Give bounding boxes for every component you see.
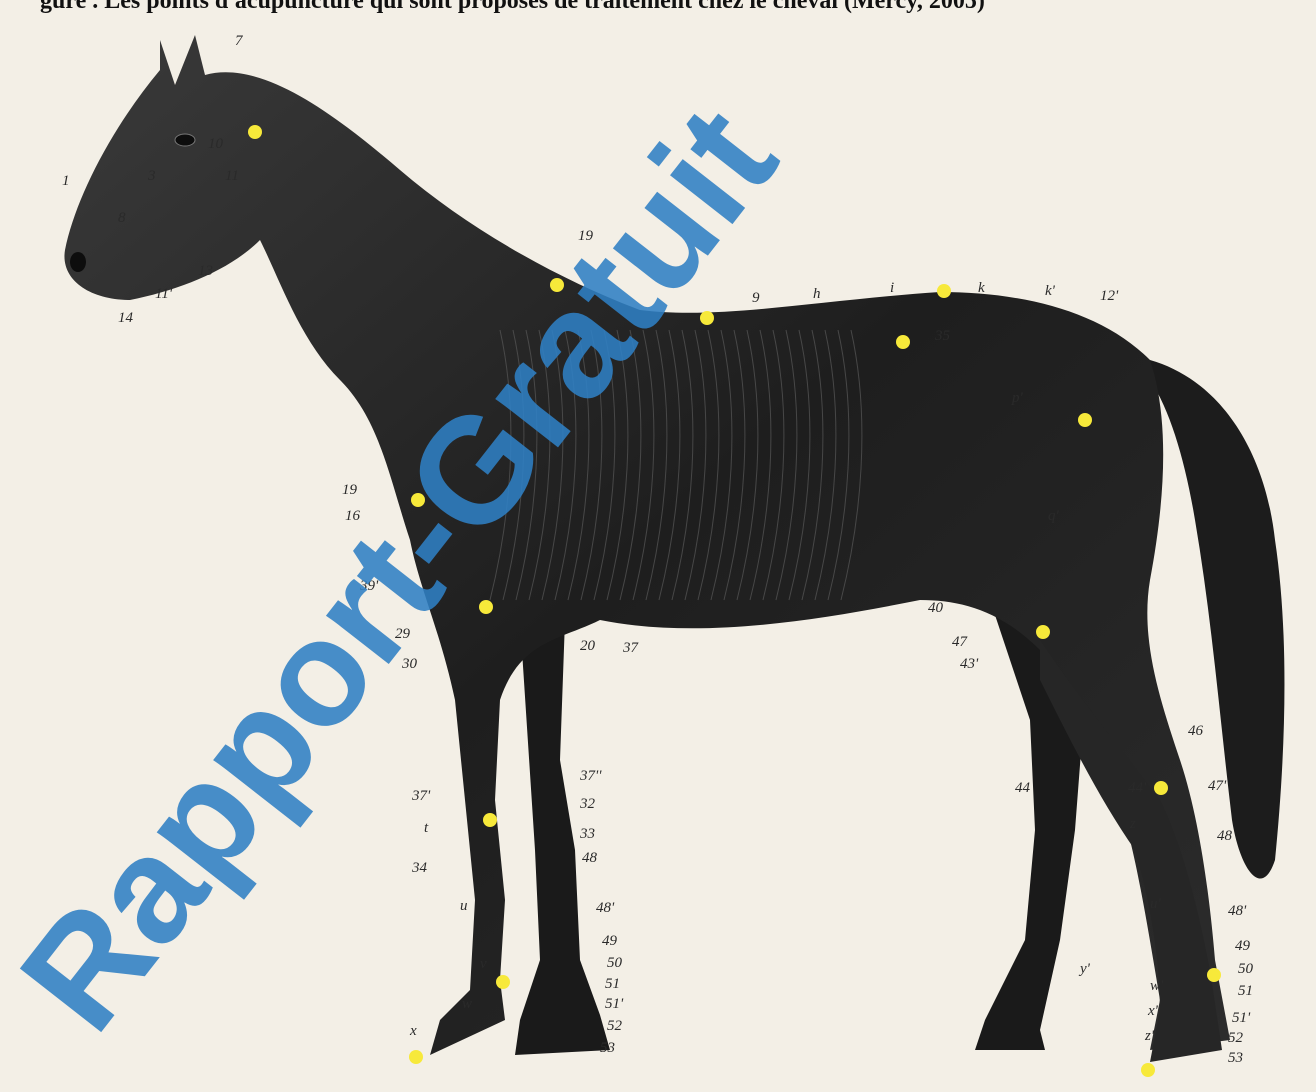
anatomical-label: 51 [605,976,620,992]
acupoint-marker [896,335,910,349]
anatomical-label: 53 [1228,1050,1243,1066]
anatomical-label: 35 [934,328,951,344]
anatomical-label: y' [1078,961,1091,977]
anatomical-label: 44' [1128,780,1147,796]
anatomical-label: 47 [952,634,969,650]
anatomical-label: 37'' [579,768,602,784]
anatomical-label: 52 [1228,1030,1244,1046]
acupoint-marker [483,813,497,827]
anatomical-label: x' [1147,1003,1159,1019]
acupoint-marker [248,125,262,139]
anatomical-label: v [480,956,487,972]
anatomical-label: t [424,820,429,836]
anatomical-label: 14 [118,310,134,326]
acupoint-marker [1207,968,1221,982]
anatomical-label: 40 [928,600,944,616]
anatomical-label: u' [1150,896,1162,912]
anatomical-label: 48' [1228,903,1247,919]
anatomical-label: 46 [1188,723,1204,739]
anatomical-label: 11' [155,286,173,302]
acupoint-marker [1078,413,1092,427]
anatomical-label: 53 [600,1040,615,1056]
acupoint-marker [409,1050,423,1064]
anatomical-label: 44 [1015,780,1031,796]
anatomical-label: 12' [1100,288,1119,304]
anatomical-label: z' [1144,1028,1155,1044]
anatomical-label: 52 [607,1018,623,1034]
anatomical-label: h [813,286,821,302]
anatomical-label: 47' [1208,778,1227,794]
acupoint-marker [937,284,951,298]
anatomical-label: 49 [602,933,618,949]
anatomical-label: 37' [411,788,431,804]
anatomical-label: 51' [1232,1010,1251,1026]
anatomical-label: 33 [579,826,595,842]
anatomical-label: 10 [208,136,224,152]
anatomical-label: 8 [118,210,126,226]
acupoint-marker [1154,781,1168,795]
anatomical-label: x [409,1023,417,1039]
anatomical-label: 48' [596,900,615,916]
anatomical-label: w [462,996,472,1012]
anatomical-label: k' [1045,283,1056,299]
far-foreleg [515,620,610,1055]
eye [175,134,195,146]
anatomical-label: 48 [582,850,598,866]
anatomical-label: i [890,280,894,296]
anatomical-label: 13 [198,263,213,279]
anatomical-label: z [1129,816,1136,832]
anatomical-label: w' [1150,978,1164,994]
anatomical-label: k [978,280,985,296]
anatomical-label: 43' [960,656,979,672]
anatomical-label: 9 [752,290,760,306]
anatomical-label: 32 [579,796,596,812]
anatomical-label: 34 [411,860,428,876]
anatomical-label: 51' [605,996,624,1012]
acupoint-marker [479,600,493,614]
anatomical-label: 37 [622,640,640,656]
anatomical-label: 1 [62,173,70,189]
anatomical-label: p' [1011,390,1024,406]
anatomical-label: 48 [1217,828,1233,844]
anatomical-label: 49 [1235,938,1251,954]
anatomical-label: 50 [1238,961,1254,977]
anatomical-label: 51 [1238,983,1253,999]
acupoint-marker [1141,1063,1155,1077]
anatomical-label: 50 [607,955,623,971]
anatomical-label: u [460,898,468,914]
acupoint-marker [496,975,510,989]
anatomical-label: 7 [235,33,244,49]
anatomical-label: 3 [147,168,156,184]
nostril [70,252,86,272]
anatomical-label: q' [1048,508,1060,524]
acupoint-marker [1036,625,1050,639]
anatomical-label: 11 [225,168,239,184]
anatomical-label: 20 [580,638,596,654]
